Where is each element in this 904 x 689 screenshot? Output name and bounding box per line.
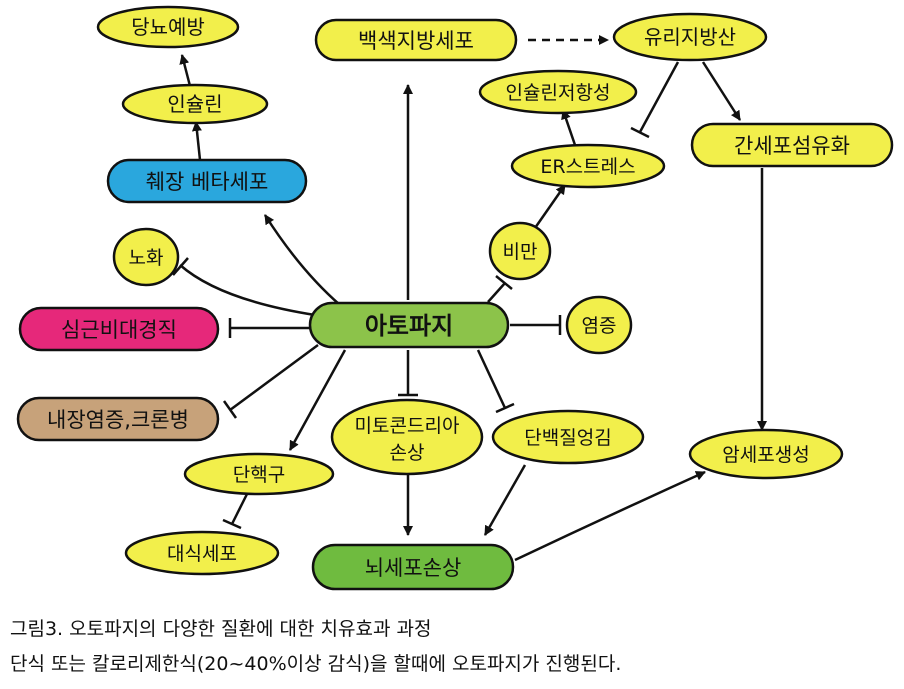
inhibit-bar-er-stress [630,126,650,139]
node-ibd: 내장염증,크론병 [16,396,220,442]
node-shape [112,227,180,287]
node-shape [96,5,240,49]
node-er-stress: ER스트레스 [510,143,666,189]
node-liver-fibrosis: 간세포섬유화 [690,122,894,168]
node-label: 인슐린 [167,92,222,116]
node-label: 아토파지 [365,312,453,340]
node-shape [183,452,335,496]
node-shape [121,83,269,125]
node-label: 암세포생성 [722,444,809,466]
edge-brain-damage-to-cancer [514,470,706,562]
node-aging: 노화 [112,227,180,287]
node-label: 간세포섬유화 [734,134,850,158]
node-shape [314,18,518,62]
edge-autophagy-inhibits-ibd [229,343,319,412]
node-label: 인슐린저항성 [506,82,611,104]
node-label: 당뇨예방 [131,15,205,39]
node-cardiac-hypertrophy: 심근비대경직 [18,306,220,352]
edge-protein-aggregation-to-brain-damage [483,464,527,536]
edge-er-stress-to-insulin-resistance [561,109,577,146]
node-inflammation: 염증 [565,295,633,355]
node-insulin: 인슐린 [121,83,269,125]
edge-autophagy-inhibits-aging [179,264,316,317]
edge-autophagy-to-monocyte [288,349,347,451]
edge-insulin-to-diabetes-prevention [179,54,192,87]
node-label-line2: 손상 [390,442,425,464]
node-beta-cell: 췌장 베타세포 [106,158,308,204]
node-shape [311,543,515,591]
node-shape [488,221,552,281]
node-shape [690,122,894,168]
edge-autophagy-inhibits-obesity [487,282,506,303]
node-shape [106,158,308,204]
edge-ffa-inhibits-er-stress [638,61,680,133]
edge-autophagy-to-beta-cell [263,214,341,306]
node-shape [478,69,638,115]
node-label: 췌장 베타세포 [146,170,269,194]
inhibit-bar-aging [172,257,189,276]
node-macrophage: 대식세포 [124,530,280,576]
node-label: 내장염증,크론병 [47,408,189,432]
node-brain-cell-damage: 뇌세포손상 [311,543,515,591]
node-label-line1: 미토콘드리아 [355,415,460,437]
node-autophagy: 아토파지 [308,301,510,349]
node-label: 단백질엉김 [524,427,611,449]
node-shape [688,428,844,480]
node-label: 비만 [503,241,538,263]
edge-monocyte-inhibits-macrophage [230,491,250,525]
node-shape [124,530,280,576]
autophagy-diagram: 당뇨예방 인슐린 췌장 베타세포 노화 심근비대경직 내장염증,크론병 [16,5,894,591]
node-label: 염증 [582,315,617,337]
node-shape [18,306,220,352]
node-label: 대식세포 [167,543,237,565]
edge-autophagy-inhibits-protein-aggregation [476,349,507,409]
node-shape [510,143,666,189]
inhibit-bar-obesity [495,275,513,290]
edge-ffa-to-liver-fibrosis [701,61,742,121]
node-mitochondria-damage: 미토콘드리아 손상 [330,398,484,476]
node-cancer-formation: 암세포생성 [688,428,844,480]
node-protein-aggregation: 단백질엉김 [491,409,645,465]
node-shape [491,409,645,465]
inhibit-bar-protein-aggregation [495,402,515,414]
node-shape [612,12,768,62]
node-shape [16,396,220,442]
figure-caption-title: 그림3. 오토파지의 다양한 질환에 대한 치유효과 과정 [10,618,432,640]
node-shape [565,295,633,355]
node-free-fatty-acid: 유리지방산 [612,12,768,62]
node-label: 단핵구 [233,464,285,486]
inhibit-bar-macrophage [222,518,242,530]
node-shape [330,398,484,476]
figure-caption-note: 단식 또는 칼로리제한식(20~40%이상 감식)을 할때에 오토파지가 진행된… [10,653,622,675]
node-label: 뇌세포손상 [365,556,462,580]
node-monocyte: 단핵구 [183,452,335,496]
edge-obesity-to-er-stress [533,184,567,229]
node-shape [308,301,510,349]
edge-beta-cell-to-insulin [191,121,202,161]
inhibit-bar-ibd [222,400,238,419]
node-white-adipocyte: 백색지방세포 [314,18,518,62]
node-label: 백색지방세포 [358,29,474,53]
node-label: 유리지방산 [644,25,736,49]
node-diabetes-prevention: 당뇨예방 [96,5,240,49]
node-label: 노화 [129,247,164,269]
node-label: 심근비대경직 [61,318,177,342]
node-insulin-resistance: 인슐린저항성 [478,69,638,115]
node-label: ER스트레스 [540,156,635,178]
node-obesity: 비만 [488,221,552,281]
